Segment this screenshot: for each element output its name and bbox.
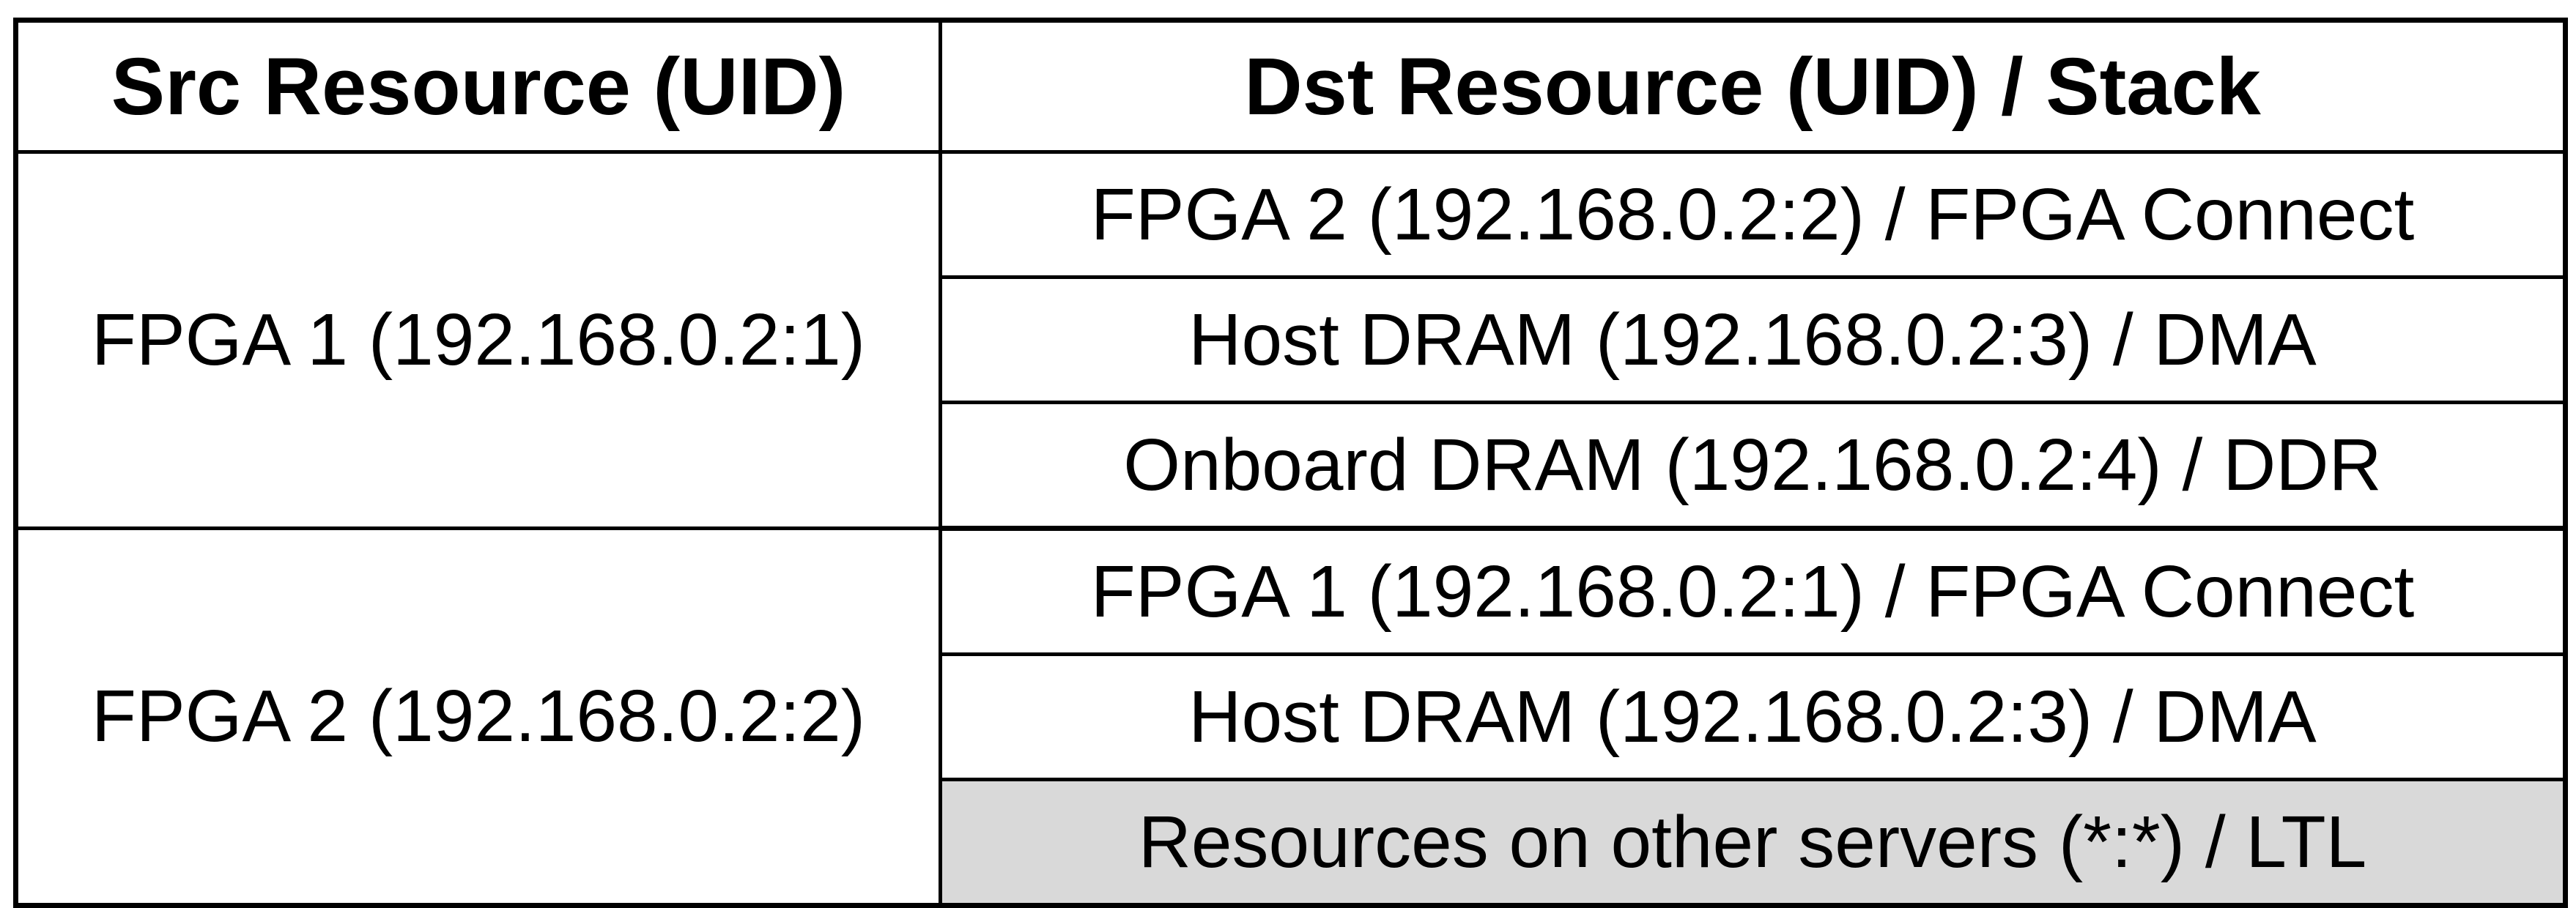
dst-resource-cell: Host DRAM (192.168.0.2:3) / DMA [939, 275, 2567, 404]
src-resource-cell: FPGA 1 (192.168.0.2:1) [14, 150, 942, 530]
header-row: Src Resource (UID) Dst Resource (UID) / … [14, 18, 2567, 154]
dst-resource-cell: Onboard DRAM (192.168.0.2:4) / DDR [939, 401, 2567, 531]
routing-table: Src Resource (UID) Dst Resource (UID) / … [13, 18, 2568, 908]
dst-resource-header: Dst Resource (UID) / Stack [939, 18, 2567, 154]
dst-resource-cell: Host DRAM (192.168.0.2:3) / DMA [939, 652, 2567, 781]
src-resource-cell: FPGA 2 (192.168.0.2:2) [14, 526, 942, 907]
src-resource-header: Src Resource (UID) [14, 18, 942, 154]
table-row: Host DRAM (192.168.0.2:3) / DMA [16, 652, 2567, 781]
table-row: FPGA 1 (192.168.0.2:1) FPGA 2 (192.168.0… [14, 150, 2567, 530]
dst-resource-cell: FPGA 2 (192.168.0.2:2) / FPGA Connect [939, 150, 2567, 279]
table-row: Resources on other servers (*:*) / LTL [16, 778, 2567, 907]
table-row: FPGA 2 (192.168.0.2:2) FPGA 1 (192.168.0… [14, 526, 2567, 907]
dst-resource-cell-highlighted: Resources on other servers (*:*) / LTL [939, 778, 2567, 907]
table-row: Onboard DRAM (192.168.0.2:4) / DDR [16, 401, 2567, 531]
dst-resource-cell: FPGA 1 (192.168.0.2:1) / FPGA Connect [939, 526, 2567, 656]
table-row: Host DRAM (192.168.0.2:3) / DMA [16, 275, 2567, 404]
